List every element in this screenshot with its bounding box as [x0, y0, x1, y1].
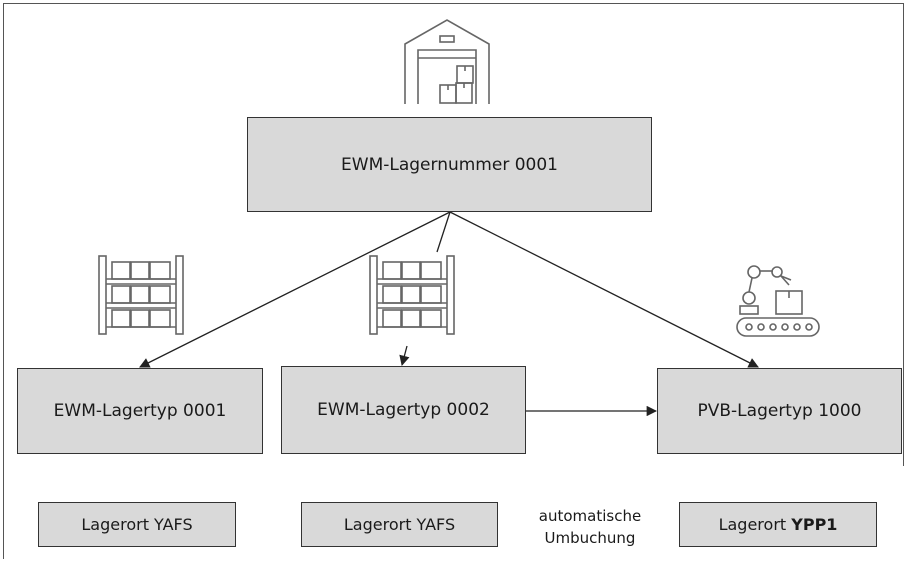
frame-right-border [903, 3, 904, 466]
shelf-rack-icon [369, 255, 455, 335]
robot-conveyor-icon [736, 265, 820, 337]
arrow-to-type-0001 [139, 211, 451, 368]
shelf-rack-icon [98, 255, 184, 335]
storage-location-prefix: Lagerort [718, 515, 792, 534]
storage-location-ypp1: Lagerort YPP1 [679, 502, 877, 547]
warehouse-building-icon [404, 19, 490, 104]
storage-location-yafs-1: Lagerort YAFS [38, 502, 236, 547]
line-to-middle-rack [436, 211, 451, 253]
frame-left-border [3, 3, 4, 559]
note-line-1: automatische [538, 507, 642, 525]
storage-location-yafs-2: Lagerort YAFS [301, 502, 498, 547]
arrow-to-type-0002 [399, 345, 410, 367]
storage-location-code: YPP1 [791, 515, 838, 534]
arrow-to-type-1000 [449, 211, 759, 368]
automatic-transfer-note: automatische Umbuchung [520, 505, 660, 549]
storage-type-0002-box: EWM-Lagertyp 0002 [281, 366, 526, 454]
storage-type-0001-box: EWM-Lagertyp 0001 [17, 368, 263, 454]
storage-type-1000-box: PVB-Lagertyp 1000 [657, 368, 902, 454]
warehouse-number-box: EWM-Lagernummer 0001 [247, 117, 652, 212]
note-line-2: Umbuchung [544, 529, 636, 547]
frame-top-border [3, 3, 904, 4]
